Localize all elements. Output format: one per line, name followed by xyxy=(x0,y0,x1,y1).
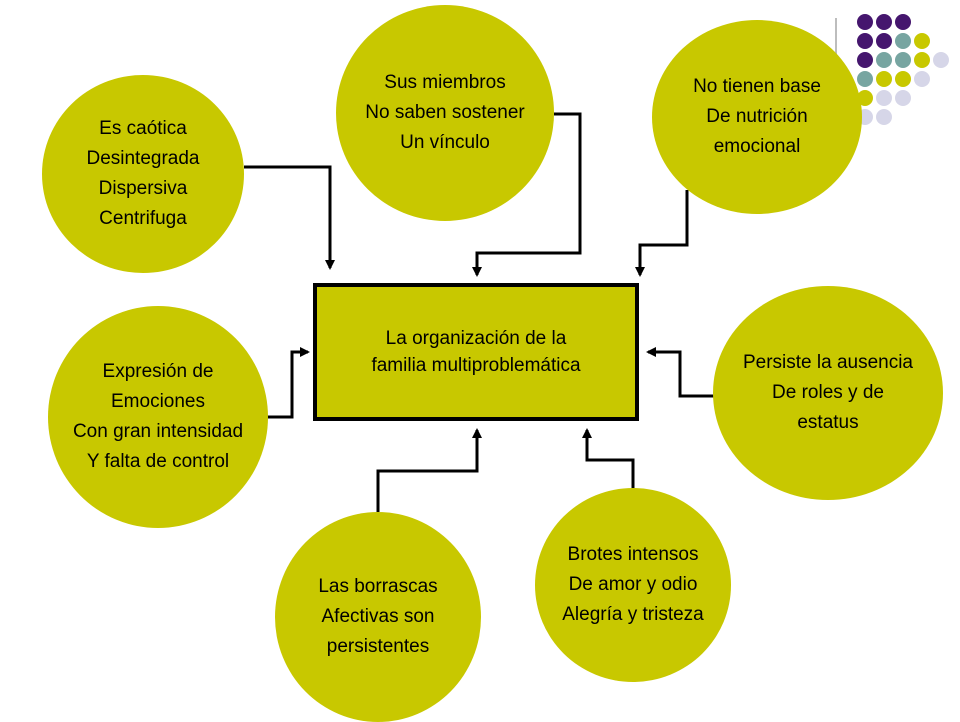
bubble-caotica-line-1: Es caótica xyxy=(99,118,187,139)
decor-dot xyxy=(895,33,911,49)
bubble-roles: Persiste la ausencia De roles y de estat… xyxy=(713,286,943,500)
bubble-brotes-line-2: De amor y odio xyxy=(568,574,698,595)
bubble-emociones-line-3: Con gran intensidad xyxy=(72,421,244,442)
decor-dot xyxy=(914,33,930,49)
decor-dot xyxy=(876,71,892,87)
bubble-nutricion-line-1: No tienen base xyxy=(693,76,821,97)
decor-dot xyxy=(914,71,930,87)
bubble-nutricion-line-2: De nutrición xyxy=(706,106,808,127)
bubble-miembros-line-1: Sus miembros xyxy=(384,72,506,93)
bubble-nutricion-line-3: emocional xyxy=(713,136,801,157)
arrow-emociones xyxy=(267,347,310,419)
bubble-emociones-line-4: Y falta de control xyxy=(86,451,230,472)
bubble-caotica-line-3: Dispersiva xyxy=(98,178,188,199)
decor-dot xyxy=(895,14,911,30)
decor-dot xyxy=(857,90,873,106)
bubble-miembros-line-3: Un vínculo xyxy=(400,132,490,153)
bubble-nutricion: No tienen base De nutrición emocional xyxy=(652,20,862,214)
bubble-brotes-line-1: Brotes intensos xyxy=(567,544,699,565)
decor-dot xyxy=(895,52,911,68)
decor-dot xyxy=(857,33,873,49)
bubble-brotes-line-3: Alegría y tristeza xyxy=(562,604,704,625)
bubble-emociones: Expresión de Emociones Con gran intensid… xyxy=(48,306,268,528)
decor-dot xyxy=(857,14,873,30)
bubble-caotica-line-2: Desintegrada xyxy=(86,148,200,169)
bubble-brotes: Brotes intensos De amor y odio Alegría y… xyxy=(535,488,731,682)
bubble-borrascas-line-2: Afectivas son xyxy=(321,606,435,627)
decor-dot xyxy=(876,90,892,106)
bubble-borrascas: Las borrascas Afectivas son persistentes xyxy=(275,512,481,722)
bubble-caotica: Es caótica Desintegrada Dispersiva Centr… xyxy=(42,75,244,273)
bubble-borrascas-line-1: Las borrascas xyxy=(318,576,438,597)
central-box-line-2: familia multiproblemática xyxy=(371,355,581,376)
bubble-roles-line-2: De roles y de xyxy=(772,382,884,403)
arrow-brotes xyxy=(582,428,635,490)
bubble-miembros: Sus miembros No saben sostener Un víncul… xyxy=(336,5,554,221)
bubble-emociones-line-2: Emociones xyxy=(111,391,205,412)
decor-dot xyxy=(876,52,892,68)
arrow-roles xyxy=(646,347,715,398)
bubble-roles-line-3: estatus xyxy=(797,412,859,433)
decor-dot xyxy=(857,52,873,68)
decor-dot xyxy=(914,52,930,68)
decor-dot xyxy=(933,52,949,68)
decor-dot xyxy=(895,90,911,106)
bubble-miembros-line-2: No saben sostener xyxy=(365,102,525,123)
decor-dot xyxy=(876,33,892,49)
decor-dot xyxy=(876,14,892,30)
central-box-line-1: La organización de la xyxy=(385,328,567,349)
central-box: La organización de la familia multiprobl… xyxy=(313,283,639,421)
bubble-emociones-line-1: Expresión de xyxy=(102,361,214,382)
bubble-caotica-line-4: Centrifuga xyxy=(99,208,187,229)
bubble-borrascas-line-3: persistentes xyxy=(326,636,430,657)
arrow-nutricion xyxy=(635,190,689,277)
arrow-caotica xyxy=(244,165,335,270)
bubble-roles-line-1: Persiste la ausencia xyxy=(742,352,914,373)
arrow-borrascas xyxy=(376,428,482,512)
decor-dot xyxy=(895,71,911,87)
decor-dot xyxy=(857,71,873,87)
decor-dot xyxy=(876,109,892,125)
arrow-miembros xyxy=(472,112,582,277)
